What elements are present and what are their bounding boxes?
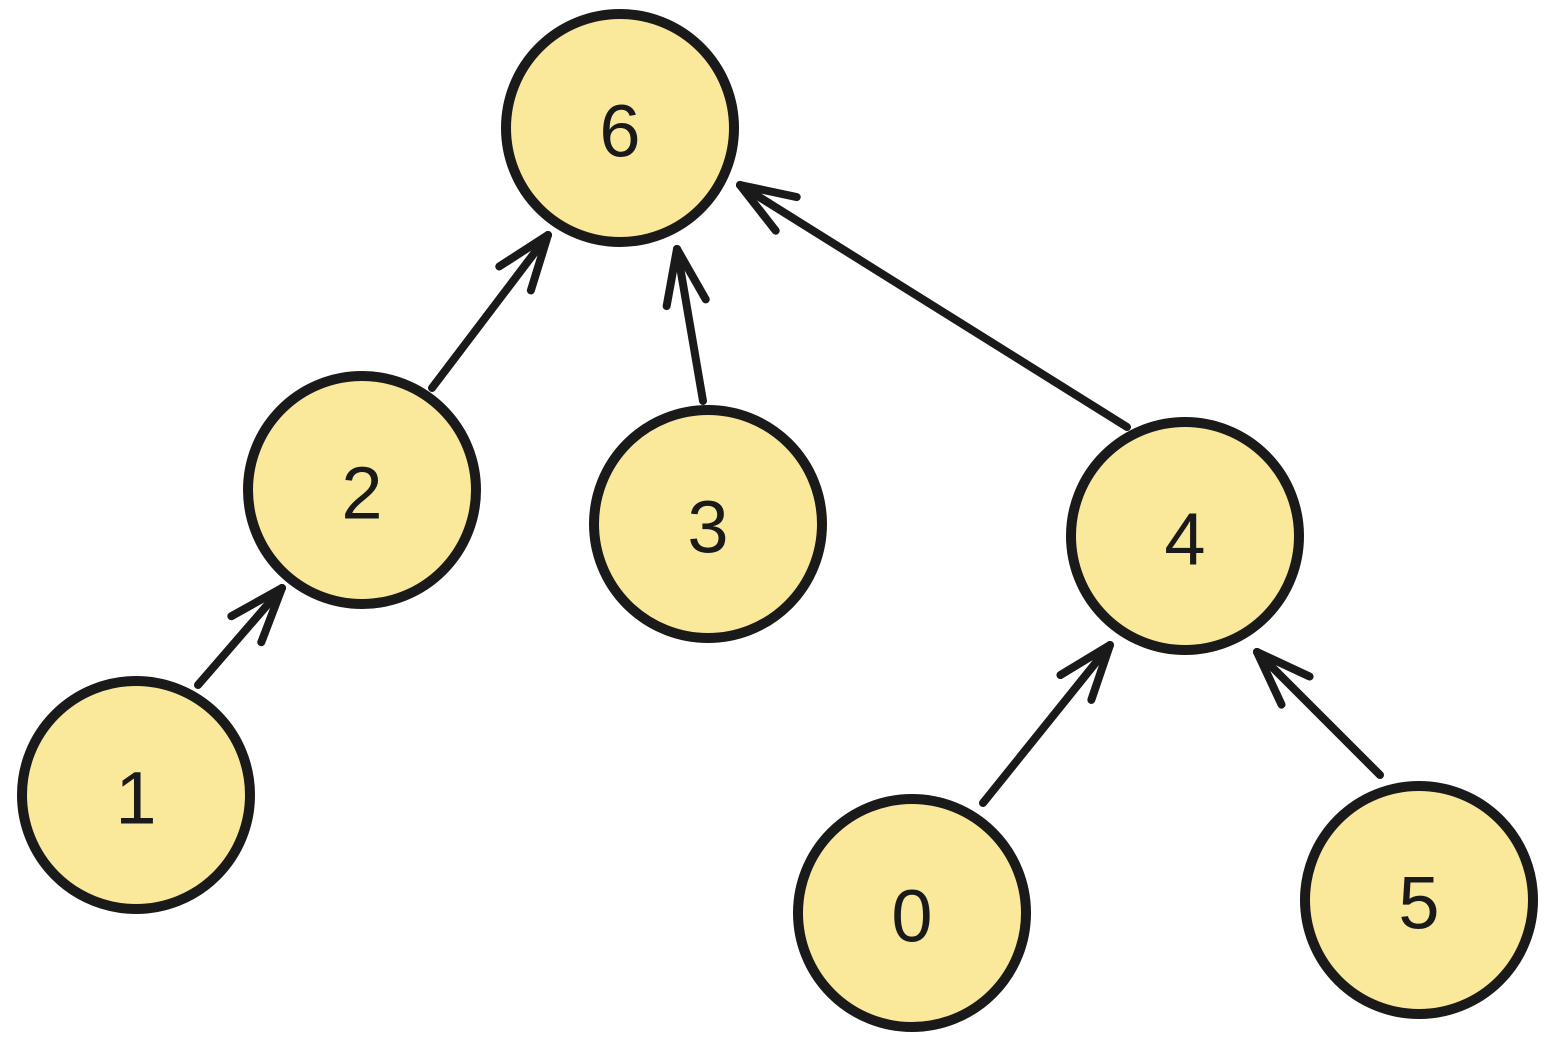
arrowhead-barb-left <box>495 231 552 271</box>
node-label-4: 4 <box>1164 497 1205 580</box>
edge-4-to-6 <box>736 181 1131 431</box>
arrowhead-barb-left <box>736 181 780 235</box>
node-circle-4 <box>1066 417 1304 655</box>
node-label-1: 1 <box>115 756 156 839</box>
node-4: 4 <box>1066 417 1304 655</box>
arrowhead-barb-right <box>673 245 710 304</box>
arrowhead-barb-left <box>227 584 286 621</box>
node-label-2: 2 <box>341 451 382 534</box>
edge-shaft <box>736 181 1131 431</box>
node-circle-5 <box>1300 781 1538 1019</box>
edge-shaft <box>1253 648 1384 779</box>
edge-shaft <box>673 245 707 405</box>
edge-1-to-2 <box>194 584 286 689</box>
edge-2-to-6 <box>428 231 552 392</box>
node-circle-2 <box>243 371 481 609</box>
node-label-5: 5 <box>1398 861 1439 944</box>
arrowhead-barb-left <box>1253 648 1286 709</box>
node-0: 0 <box>793 794 1031 1032</box>
node-circle-3 <box>589 405 827 643</box>
node-1: 1 <box>17 676 255 914</box>
node-label-3: 3 <box>687 485 728 568</box>
edge-5-to-4 <box>1253 648 1384 779</box>
arrowhead-barb-right <box>257 584 286 647</box>
edge-3-to-6 <box>662 245 710 405</box>
arrowhead-barb-right <box>736 181 801 202</box>
node-3: 3 <box>589 405 827 643</box>
node-circle-1 <box>17 676 255 914</box>
arrowhead-barb-left <box>662 245 681 311</box>
node-5: 5 <box>1300 781 1538 1019</box>
arrowhead-barb-right <box>1253 648 1314 681</box>
edge-shaft <box>194 584 286 689</box>
node-label-0: 0 <box>891 874 932 957</box>
node-label-6: 6 <box>599 89 640 172</box>
edge-shaft <box>428 231 552 392</box>
arrowhead-barb-right <box>526 231 552 295</box>
node-circle-0 <box>793 794 1031 1032</box>
arrowhead-barb-right <box>1087 641 1114 704</box>
edge-shaft <box>979 641 1114 807</box>
node-circle-6 <box>501 9 739 247</box>
arrowhead-barb-left <box>1056 641 1114 680</box>
node-2: 2 <box>243 371 481 609</box>
edge-0-to-4 <box>979 641 1114 807</box>
node-6: 6 <box>501 9 739 247</box>
